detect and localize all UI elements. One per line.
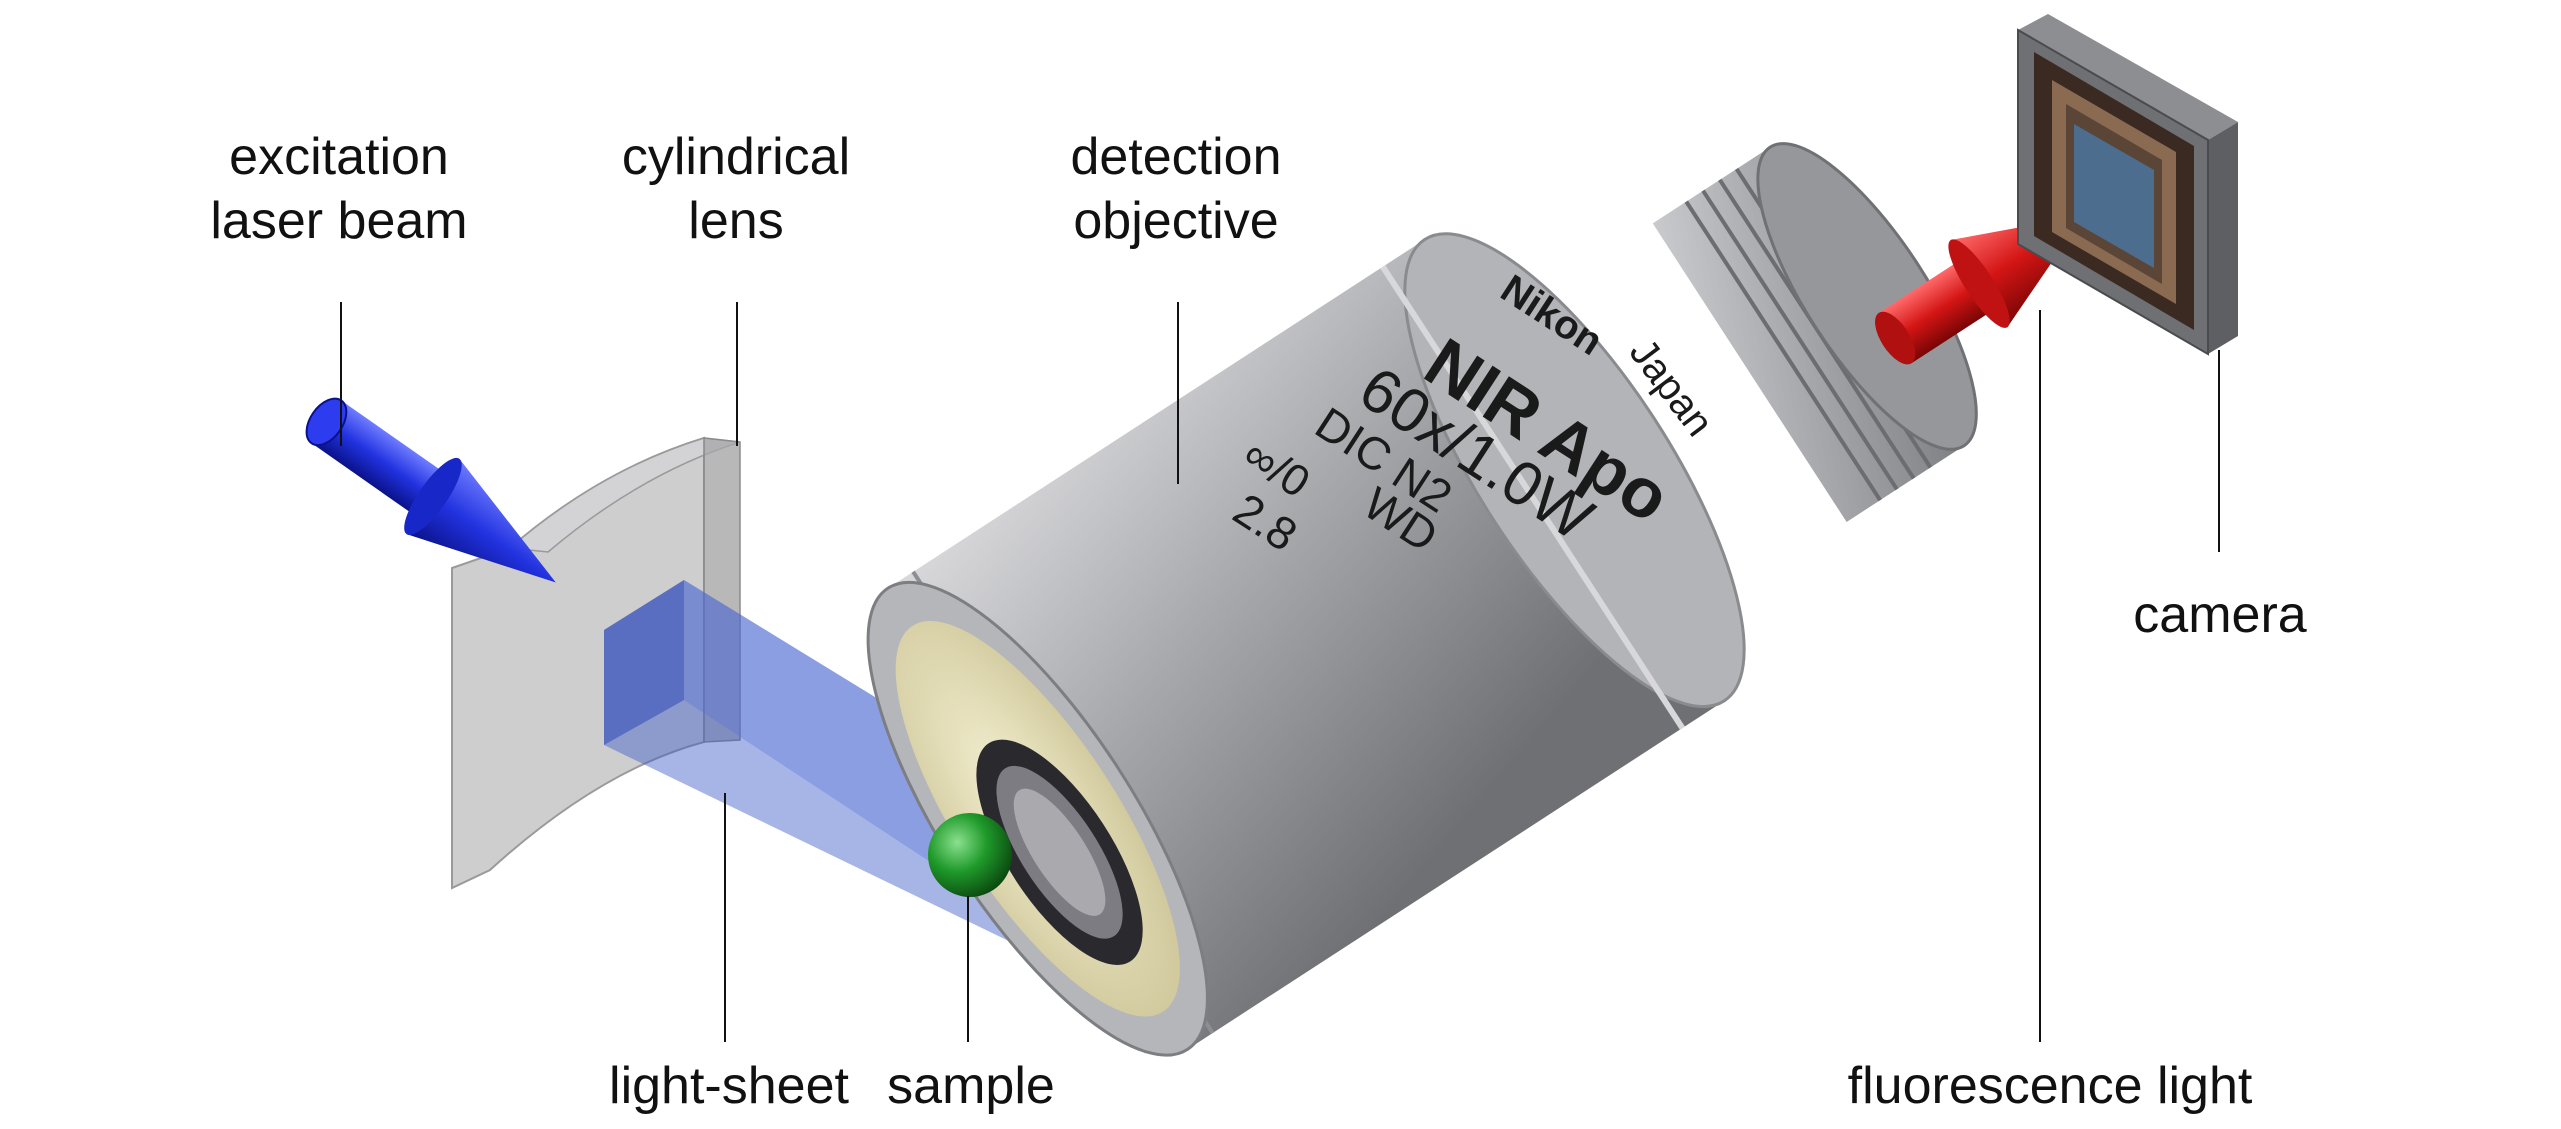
label-excitation-line2: laser beam	[210, 192, 467, 250]
sample-sphere	[928, 813, 1012, 897]
label-excitation-line1: excitation	[229, 128, 449, 186]
label-light-sheet: light-sheet	[609, 1057, 849, 1115]
label-camera: camera	[2133, 586, 2306, 644]
labels: excitation laser beam cylindrical lens d…	[210, 128, 2306, 1115]
label-cylindrical-line1: cylindrical	[622, 128, 850, 186]
label-detection-line1: detection	[1070, 128, 1281, 186]
label-fluorescence: fluorescence light	[1848, 1057, 2253, 1115]
detection-objective	[866, 142, 1978, 1057]
label-detection-line2: objective	[1073, 192, 1278, 250]
label-cylindrical-line2: lens	[688, 192, 783, 250]
label-sample: sample	[887, 1057, 1055, 1115]
camera	[2017, 14, 2238, 356]
leader-lines	[340, 302, 2220, 1042]
